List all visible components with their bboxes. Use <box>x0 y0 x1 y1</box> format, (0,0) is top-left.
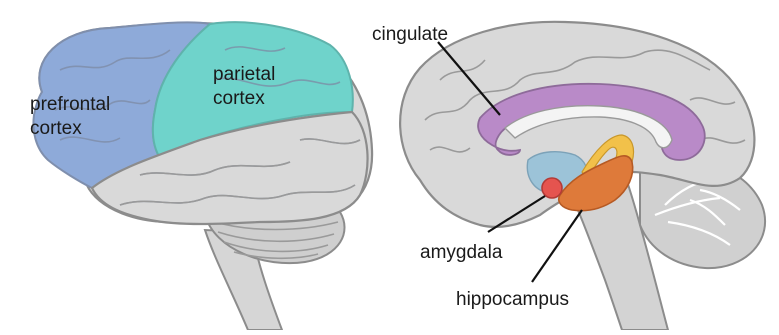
prefrontal-label-line2: cortex <box>30 118 82 139</box>
cingulate-label: cingulate <box>372 24 448 45</box>
amygdala <box>542 178 562 198</box>
prefrontal-label-line1: prefrontal <box>30 94 110 115</box>
amygdala-label: amygdala <box>420 242 503 263</box>
medial-brain: cingulate amygdala hippocampus <box>372 22 765 330</box>
hippocampus-leader <box>532 210 582 282</box>
lateral-brain: prefrontal cortex parietal cortex <box>30 22 372 330</box>
parietal-label-line1: parietal <box>213 64 275 85</box>
parietal-label-line2: cortex <box>213 88 265 109</box>
hippocampus-label: hippocampus <box>456 289 569 310</box>
